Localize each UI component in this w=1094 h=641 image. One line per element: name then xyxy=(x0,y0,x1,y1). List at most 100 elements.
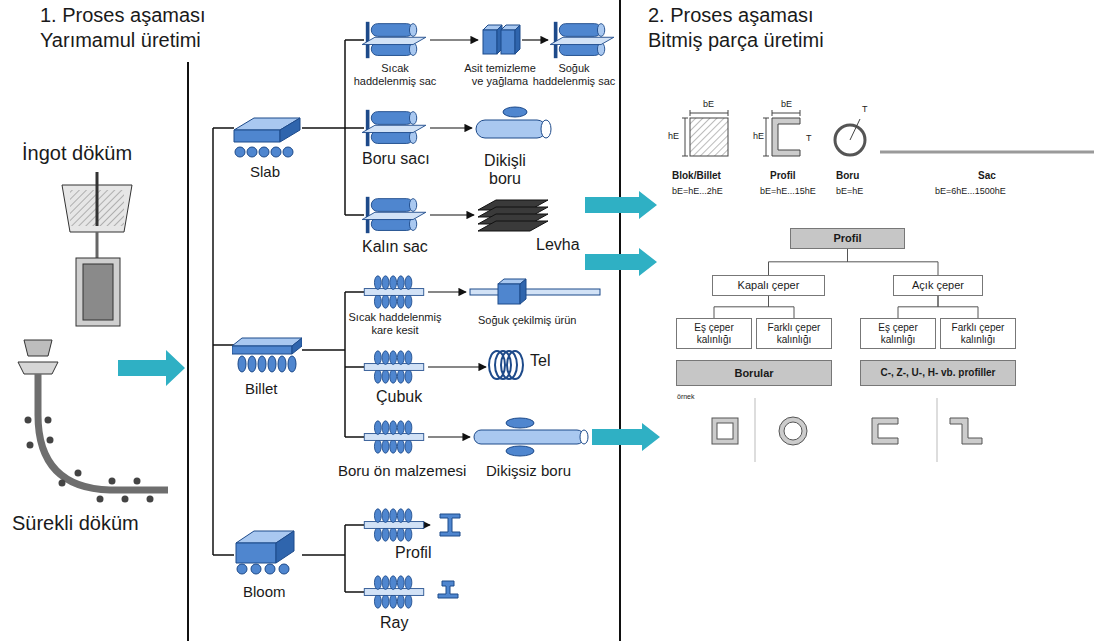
label-text: bE xyxy=(781,99,792,109)
tree-connector xyxy=(769,296,795,318)
process-tree-line xyxy=(302,554,345,556)
rolling-stand-figure xyxy=(364,276,424,308)
cross-section-figure xyxy=(800,110,801,116)
category-box: Eş çeper kalınlığı xyxy=(676,318,752,349)
cross-section-figure xyxy=(690,118,728,156)
label-text: bE=6hE...1500hE xyxy=(935,186,1006,196)
tree-connector xyxy=(769,249,848,275)
process-tree-line xyxy=(212,128,214,555)
rolling-stand-figure xyxy=(364,421,424,453)
cross-section-figure xyxy=(763,118,769,119)
profile-example-icon xyxy=(784,422,802,440)
label-text: Slab xyxy=(250,163,280,180)
label-text: örnek xyxy=(677,393,695,401)
welded-pipe-figure xyxy=(476,107,551,138)
seamless-pipe-figure xyxy=(474,430,584,444)
continuous-casting-figure xyxy=(109,478,116,485)
group-band: Borular xyxy=(676,360,832,386)
cross-section-figure xyxy=(690,113,728,114)
label-text: Profil xyxy=(770,170,796,182)
label-text: Bloom xyxy=(243,583,286,600)
label-text: Çubuk xyxy=(376,388,422,406)
product-arrow xyxy=(428,40,548,525)
tree-connector xyxy=(938,296,978,318)
box-text: Açık çeper xyxy=(912,279,964,292)
continuous-casting-figure xyxy=(18,362,58,374)
box-text: C-, Z-, U-, H- vb. profiller xyxy=(881,367,996,379)
cross-section-figure xyxy=(880,151,1094,154)
label-text: Tel xyxy=(530,352,550,370)
cross-section-figure xyxy=(772,110,773,116)
pickling-figure xyxy=(483,30,497,54)
profile-example-icon xyxy=(712,398,982,462)
label-text: Boru xyxy=(836,170,859,182)
process-tree-line xyxy=(345,214,364,216)
semi-product-figure xyxy=(232,338,302,372)
category-box: Farklı çeper kalınlığı xyxy=(756,318,832,349)
profile-example-icon xyxy=(717,423,733,439)
pickling-figure xyxy=(483,25,520,54)
label-text: Soğuk çekilmiş ürün xyxy=(478,314,576,327)
category-box: Farklı çeper kalınlığı xyxy=(940,318,1016,349)
semi-product-figure xyxy=(232,118,302,574)
seamless-pipe-figure xyxy=(506,446,534,456)
label-text: Soğuk haddelenmiş sac xyxy=(532,62,616,87)
wire-coil-figure xyxy=(507,351,523,379)
welded-pipe-figure xyxy=(541,120,551,138)
rolling-stand-figure xyxy=(362,110,426,146)
label-text: Profil xyxy=(395,544,431,562)
welded-pipe-figure xyxy=(476,120,546,138)
cross-section-figure xyxy=(685,118,686,156)
cross-section-figure xyxy=(766,118,767,156)
welded-pipe-figure xyxy=(503,107,527,117)
cross-section-figure xyxy=(682,110,1094,156)
product-arrow xyxy=(522,39,548,40)
box-text: Farklı çeper kalınlığı xyxy=(944,322,1012,345)
plate-stack-figure xyxy=(478,221,548,231)
profile-example-icon xyxy=(950,418,982,444)
stage-divider xyxy=(619,0,621,641)
box-text: Profil xyxy=(833,232,861,245)
continuous-casting-figure xyxy=(38,374,168,490)
profile-example-icon xyxy=(872,418,898,444)
label-text: Levha xyxy=(536,236,580,254)
label-text: İngot döküm xyxy=(22,142,132,165)
label-text: Sürekli döküm xyxy=(12,512,139,535)
product-arrow xyxy=(428,524,430,525)
cold-drawn-figure xyxy=(498,284,520,304)
label-text: Billet xyxy=(245,380,278,397)
product-arrow xyxy=(428,436,470,437)
continuous-casting-figure xyxy=(45,417,52,424)
label-text: bE=hE xyxy=(836,186,863,196)
box-text: Eş çeper kalınlığı xyxy=(680,322,748,345)
cross-section-figure xyxy=(682,156,688,157)
label-text: Dikişli boru xyxy=(474,152,536,189)
semi-product-figure xyxy=(234,118,300,157)
ingot-casting-figure xyxy=(83,264,113,320)
flow-arrow xyxy=(585,248,657,276)
seamless-pipe-figure xyxy=(580,430,588,444)
cross-section-figure xyxy=(772,113,800,114)
tree-connector xyxy=(848,249,939,275)
tree-connector xyxy=(898,296,938,318)
group-band: Profil xyxy=(790,228,905,249)
label-text: bE=hE...2hE xyxy=(672,186,723,196)
label-text: Ray xyxy=(380,614,408,632)
process-tree-line xyxy=(302,127,345,129)
continuous-casting-figure xyxy=(122,496,129,503)
stage-divider xyxy=(187,62,189,641)
cold-drawn-figure xyxy=(470,279,600,304)
continuous-casting-figure xyxy=(134,478,141,485)
cross-section-figure xyxy=(690,110,691,116)
label-text: T xyxy=(862,104,868,114)
cross-section-figure xyxy=(682,118,688,119)
seamless-pipe-figure xyxy=(474,418,588,456)
cross-section-figure xyxy=(850,119,860,140)
flow-arrow xyxy=(585,191,657,219)
cross-section-figure xyxy=(763,156,769,157)
label-text: Blok/Billet xyxy=(672,170,721,182)
product-arrow xyxy=(428,291,466,292)
label-text: Yarımamul üretimi xyxy=(40,29,201,52)
group-band: C-, Z-, U-, H- vb. profiller xyxy=(860,360,1016,386)
pickling-figure xyxy=(515,25,520,54)
